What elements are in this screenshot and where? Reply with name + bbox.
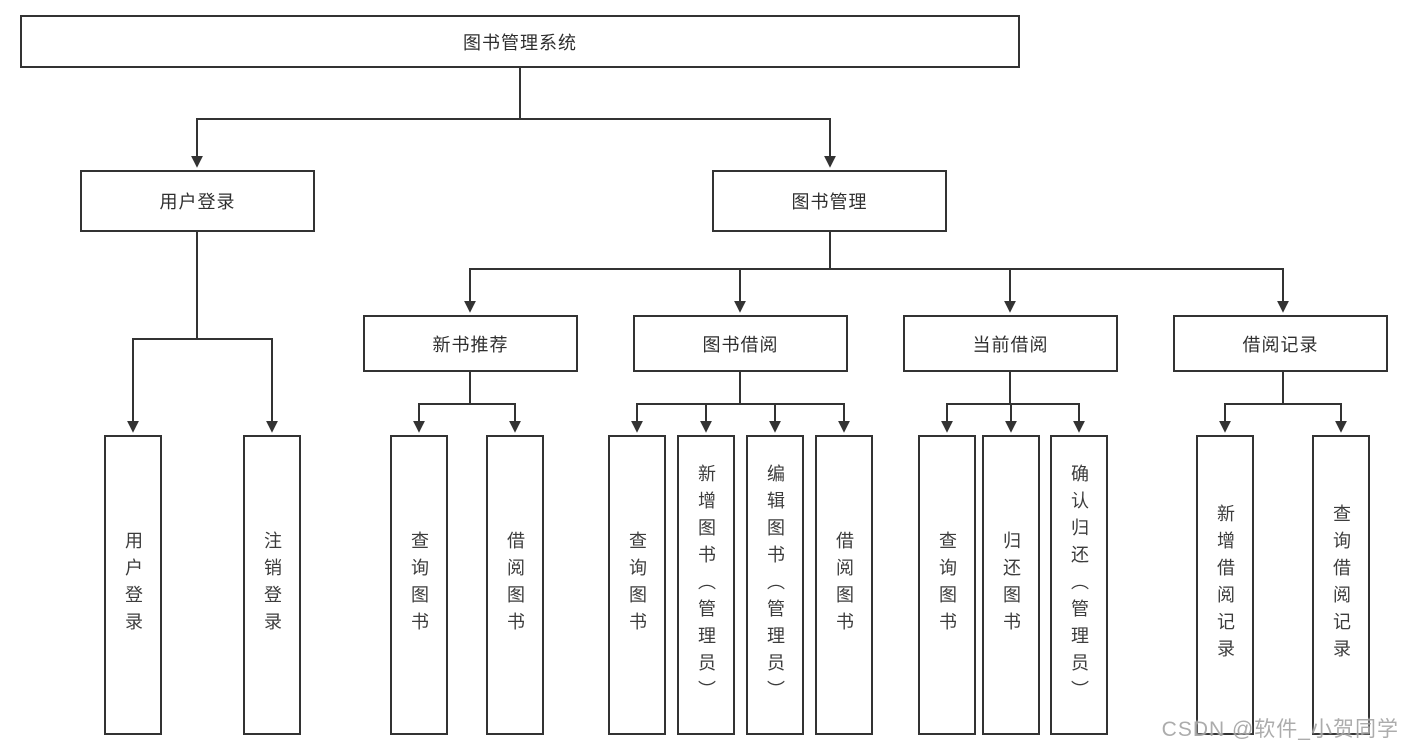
leaf-newbook-borrow: 借阅图书	[486, 435, 544, 735]
node-current-borrow-label: 当前借阅	[972, 334, 1049, 355]
csdn-watermark: CSDN @软件_小贺同学	[1161, 718, 1399, 741]
leaf-newbook-borrow-label: 借阅图书	[505, 531, 525, 639]
node-book-management: 图书管理	[712, 170, 947, 232]
node-borrow-record-label: 借阅记录	[1242, 334, 1319, 355]
node-book-borrow-label: 图书借阅	[702, 334, 779, 355]
node-book-management-label: 图书管理	[791, 192, 868, 212]
leaf-newbook-query: 查询图书	[390, 435, 448, 735]
node-user-login-label: 用户登录	[159, 192, 236, 212]
leaf-current-query: 查询图书	[918, 435, 976, 735]
leaf-current-confirm-admin: 确认归还（管理员）	[1050, 435, 1108, 735]
leaf-logout: 注销登录	[243, 435, 301, 735]
leaf-current-query-label: 查询图书	[937, 531, 957, 639]
node-borrow-record: 借阅记录	[1173, 315, 1388, 372]
node-book-borrow: 图书借阅	[633, 315, 848, 372]
leaf-current-return-label: 归还图书	[1001, 531, 1021, 639]
leaf-record-add: 新增借阅记录	[1196, 435, 1254, 735]
leaf-current-confirm-admin-label: 确认归还（管理员）	[1069, 463, 1089, 707]
leaf-record-query-label: 查询借阅记录	[1331, 504, 1351, 666]
leaf-record-query: 查询借阅记录	[1312, 435, 1370, 735]
node-current-borrow: 当前借阅	[903, 315, 1118, 372]
node-new-book-recommend: 新书推荐	[363, 315, 578, 372]
leaf-borrow-edit-admin-label: 编辑图书（管理员）	[765, 463, 785, 707]
leaf-newbook-query-label: 查询图书	[409, 531, 429, 639]
node-root: 图书管理系统	[20, 15, 1020, 68]
leaf-borrow-add-admin: 新增图书（管理员）	[677, 435, 735, 735]
leaf-borrow-add-admin-label: 新增图书（管理员）	[696, 463, 716, 707]
leaf-logout-label: 注销登录	[262, 531, 282, 639]
leaf-borrow-edit-admin: 编辑图书（管理员）	[746, 435, 804, 735]
leaf-user-login: 用户登录	[104, 435, 162, 735]
leaf-user-login-label: 用户登录	[123, 531, 143, 639]
node-user-login: 用户登录	[80, 170, 315, 232]
leaf-current-return: 归还图书	[982, 435, 1040, 735]
leaf-borrow-query-label: 查询图书	[627, 531, 647, 639]
leaf-borrow-query: 查询图书	[608, 435, 666, 735]
node-new-book-recommend-label: 新书推荐	[432, 334, 509, 355]
leaf-borrow-borrow: 借阅图书	[815, 435, 873, 735]
leaf-record-add-label: 新增借阅记录	[1215, 504, 1235, 666]
node-root-label: 图书管理系统	[463, 32, 577, 53]
leaf-borrow-borrow-label: 借阅图书	[834, 531, 854, 639]
